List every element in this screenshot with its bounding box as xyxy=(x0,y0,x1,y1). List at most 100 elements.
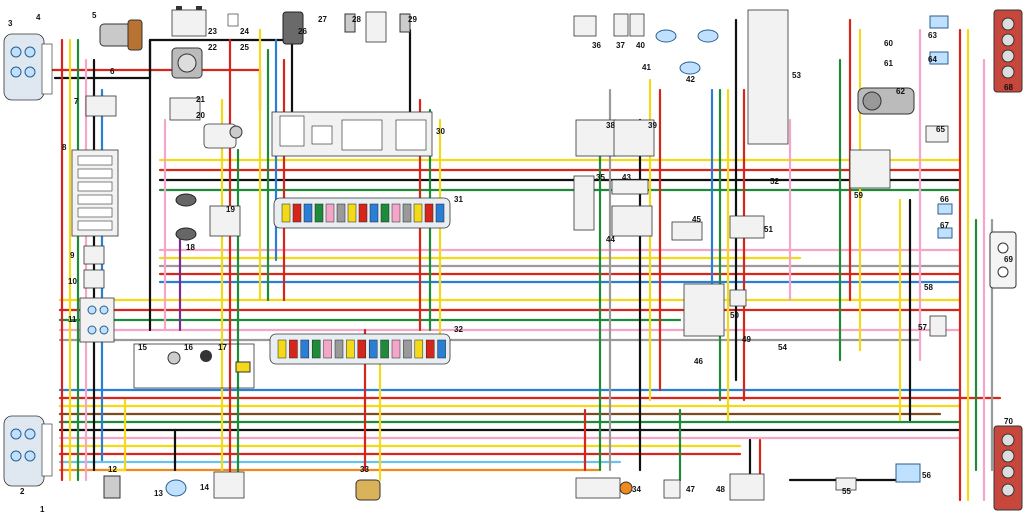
label-19: 19 xyxy=(226,205,235,214)
fuse xyxy=(277,339,287,359)
label-42: 42 xyxy=(686,75,695,84)
label-56: 56 xyxy=(922,471,931,480)
label-32: 32 xyxy=(454,325,463,334)
license-plate-lamp xyxy=(989,231,1017,289)
component-12 xyxy=(103,475,121,499)
instrument-34 xyxy=(575,477,633,499)
fuse xyxy=(391,203,401,223)
label-58: 58 xyxy=(924,283,933,292)
label-20: 20 xyxy=(196,111,205,120)
lamp-66 xyxy=(937,203,953,215)
sensors-top xyxy=(227,11,411,43)
label-55: 55 xyxy=(842,487,851,496)
fuse-box-31 xyxy=(273,197,451,229)
generator xyxy=(171,47,203,79)
lamps-15-16-17 xyxy=(133,343,255,389)
label-31: 31 xyxy=(454,195,463,204)
label-48: 48 xyxy=(716,485,725,494)
fuse xyxy=(380,339,389,359)
fuse xyxy=(323,339,332,359)
fuse xyxy=(414,339,424,359)
label-14: 14 xyxy=(200,483,209,492)
fuse xyxy=(347,203,357,223)
fuse xyxy=(402,203,412,223)
label-62: 62 xyxy=(896,87,905,96)
relay-7 xyxy=(85,95,117,117)
label-7: 7 xyxy=(74,97,79,106)
fuse xyxy=(425,339,435,359)
label-13: 13 xyxy=(154,489,163,498)
label-45: 45 xyxy=(692,215,701,224)
label-29: 29 xyxy=(408,15,417,24)
label-65: 65 xyxy=(936,125,945,134)
module-45 xyxy=(671,221,703,241)
relay-65 xyxy=(925,125,949,143)
label-59: 59 xyxy=(854,191,863,200)
fuse xyxy=(437,339,446,359)
label-52: 52 xyxy=(770,177,779,186)
label-2: 2 xyxy=(20,487,25,496)
relay-14 xyxy=(213,471,245,499)
component-13 xyxy=(165,479,187,497)
label-12: 12 xyxy=(108,465,117,474)
label-57: 57 xyxy=(918,323,927,332)
label-34: 34 xyxy=(632,485,641,494)
fuse xyxy=(346,339,355,359)
label-35: 35 xyxy=(596,173,605,182)
switch-contact xyxy=(77,168,113,179)
label-11: 11 xyxy=(68,315,77,324)
label-30: 30 xyxy=(436,127,445,136)
relay-59 xyxy=(849,149,891,189)
fuse xyxy=(357,339,367,359)
fuse xyxy=(314,203,324,223)
switch-55 xyxy=(835,477,857,491)
label-3: 3 xyxy=(8,19,13,28)
relay-50 xyxy=(729,289,747,307)
horns-18 xyxy=(175,193,197,241)
label-15: 15 xyxy=(138,343,147,352)
fuse xyxy=(424,203,434,223)
relay-48 xyxy=(729,473,765,501)
label-8: 8 xyxy=(62,143,67,152)
component-56 xyxy=(895,463,921,483)
label-51: 51 xyxy=(764,225,773,234)
label-43: 43 xyxy=(622,173,631,182)
label-64: 64 xyxy=(928,55,937,64)
fuse xyxy=(435,203,445,223)
fuse xyxy=(358,203,368,223)
label-22: 22 xyxy=(208,43,217,52)
switch-block-11 xyxy=(79,297,115,343)
fuse xyxy=(391,339,401,359)
label-68: 68 xyxy=(1004,83,1013,92)
label-33: 33 xyxy=(360,465,369,474)
fuse xyxy=(292,203,302,223)
relay-21 xyxy=(169,97,201,121)
distributor-20 xyxy=(203,123,243,149)
label-53: 53 xyxy=(792,71,801,80)
fuse-box-32 xyxy=(269,333,451,365)
label-46: 46 xyxy=(694,357,703,366)
rear-lamp-bottom xyxy=(993,425,1023,511)
fuse xyxy=(368,339,378,359)
switch-10 xyxy=(83,269,105,289)
label-36: 36 xyxy=(592,41,601,50)
label-10: 10 xyxy=(68,277,77,286)
relay-block-30 xyxy=(271,111,433,157)
label-38: 38 xyxy=(606,121,615,130)
fuse xyxy=(281,203,291,223)
fuse xyxy=(380,203,390,223)
instrument-44 xyxy=(611,205,653,237)
component-47 xyxy=(663,479,681,499)
label-54: 54 xyxy=(778,343,787,352)
label-69: 69 xyxy=(1004,255,1013,264)
fuse xyxy=(336,203,346,223)
top-right-sensors xyxy=(573,13,949,75)
fuse xyxy=(403,339,412,359)
switch-contact xyxy=(77,181,113,192)
component-33 xyxy=(355,479,381,501)
label-23: 23 xyxy=(208,27,217,36)
label-60: 60 xyxy=(884,39,893,48)
label-47: 47 xyxy=(686,485,695,494)
fuse xyxy=(334,339,344,359)
